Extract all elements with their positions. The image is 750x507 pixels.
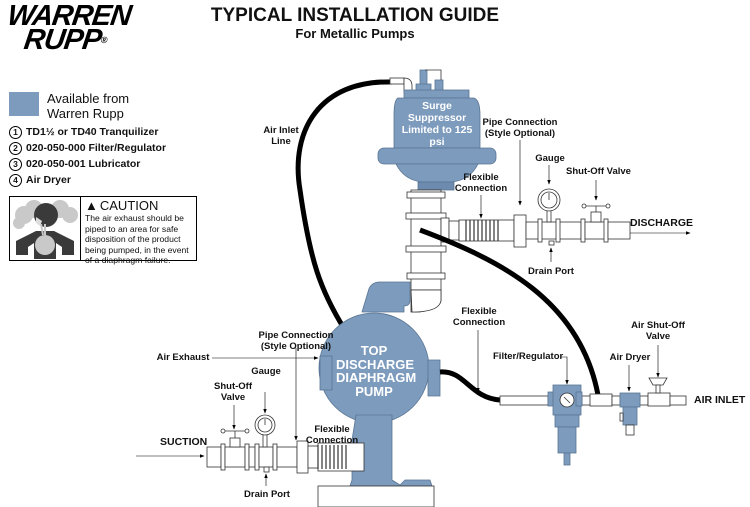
legend-item: 3 020-050-001 Lubricator: [9, 156, 166, 172]
legend-number: 2: [9, 141, 22, 155]
pump-discharge-elbow: [410, 289, 442, 313]
discharge-gauge: [537, 188, 561, 246]
legend-item-label: 020-050-001 Lubricator: [26, 158, 141, 170]
legend-item: 4 Air Dryer: [9, 172, 166, 188]
label-air-inlet-line: Air Inlet Line: [263, 125, 299, 147]
page-subtitle: For Metallic Pumps: [295, 26, 415, 41]
surge-suppressor-label: Surge Suppressor Limited to 125 psi: [401, 100, 473, 148]
legend-item-label: TD1½ or TD40 Tranquilizer: [26, 126, 159, 138]
legend-item: 1 TD1½ or TD40 Tranquilizer: [9, 124, 166, 140]
suction-shutoff-valve: [220, 428, 250, 448]
suction-flexible-connection: [317, 445, 347, 469]
air-inlet-line-hose: [295, 79, 393, 332]
diaphragm-pump: [318, 281, 441, 487]
pump-label: TOP DISCHARGE DIAPHRAGM PUMP: [336, 343, 417, 399]
air-inlet-pipe: [499, 392, 687, 407]
label-air-exhaust: Air Exhaust: [156, 352, 210, 363]
suction-gauge: [254, 414, 276, 473]
surge-suppressor: [377, 69, 497, 191]
leader-lines: [136, 140, 691, 486]
filter-regulator: [547, 384, 583, 466]
warning-triangle-icon: ▲: [85, 198, 98, 213]
label-suction-drain-port: Drain Port: [244, 489, 290, 500]
label-suction: SUCTION: [160, 436, 208, 448]
air-supply-hose: [419, 227, 601, 396]
label-suction-pipe-connection: Pipe Connection (Style Optional): [258, 330, 334, 352]
legend-list: 1 TD1½ or TD40 Tranquilizer 2 020-050-000 …: [9, 124, 166, 188]
label-suction-flexible: Flexible Connection: [305, 424, 359, 446]
legend-swatch-label: Available from Warren Rupp: [47, 91, 130, 121]
legend-swatch: [9, 92, 39, 116]
caution-text: The air exhaust should be piped to an ar…: [85, 213, 189, 265]
legend-item: 2 020-050-000 Filter/Regulator: [9, 140, 166, 156]
legend-number: 1: [9, 125, 22, 139]
pump-base: [317, 485, 435, 507]
label-air-inlet: AIR INLET: [694, 394, 746, 406]
air-shutoff-valve: [648, 377, 668, 394]
air-dryer: [619, 392, 641, 436]
page-title: TYPICAL INSTALLATION GUIDE: [210, 5, 500, 26]
label-discharge-gauge: Gauge: [535, 153, 565, 164]
suppressor-air-fitting: [389, 77, 413, 93]
caution-heading: CAUTION: [99, 198, 159, 213]
label-air-dryer: Air Dryer: [609, 352, 651, 363]
label-suction-gauge: Gauge: [251, 366, 281, 377]
pump-air-hose: [439, 369, 501, 403]
legend-number: 4: [9, 173, 22, 187]
label-discharge-drain-port: Drain Port: [528, 266, 574, 277]
label-discharge-shutoff: Shut-Off Valve: [566, 166, 631, 177]
label-discharge: DISCHARGE: [630, 217, 694, 229]
person-inhaling-fumes-icon: [10, 197, 81, 260]
discharge-line: [440, 214, 631, 248]
legend-item-label: 020-050-000 Filter/Regulator: [26, 142, 167, 154]
discharge-flexible-connection: [465, 220, 499, 241]
suction-line: [206, 440, 365, 474]
legend-item-label: Air Dryer: [26, 174, 71, 186]
legend-number: 3: [9, 157, 22, 171]
label-discharge-pipe-connection: Pipe Connection (Style Optional): [482, 117, 558, 139]
label-suction-shutoff: Shut-Off Valve: [214, 381, 252, 403]
caution-box: ▲CAUTION The air exhaust should be piped…: [9, 196, 197, 265]
label-filter-regulator: Filter/Regulator: [493, 351, 564, 362]
discharge-shutoff-valve: [581, 203, 611, 223]
label-air-flexible: Flexible Connection: [452, 306, 506, 328]
label-air-shutoff: Air Shut-Off Valve: [631, 320, 685, 342]
discharge-riser-pipe: [405, 189, 447, 313]
label-discharge-flexible: Flexible Connection: [454, 172, 508, 194]
